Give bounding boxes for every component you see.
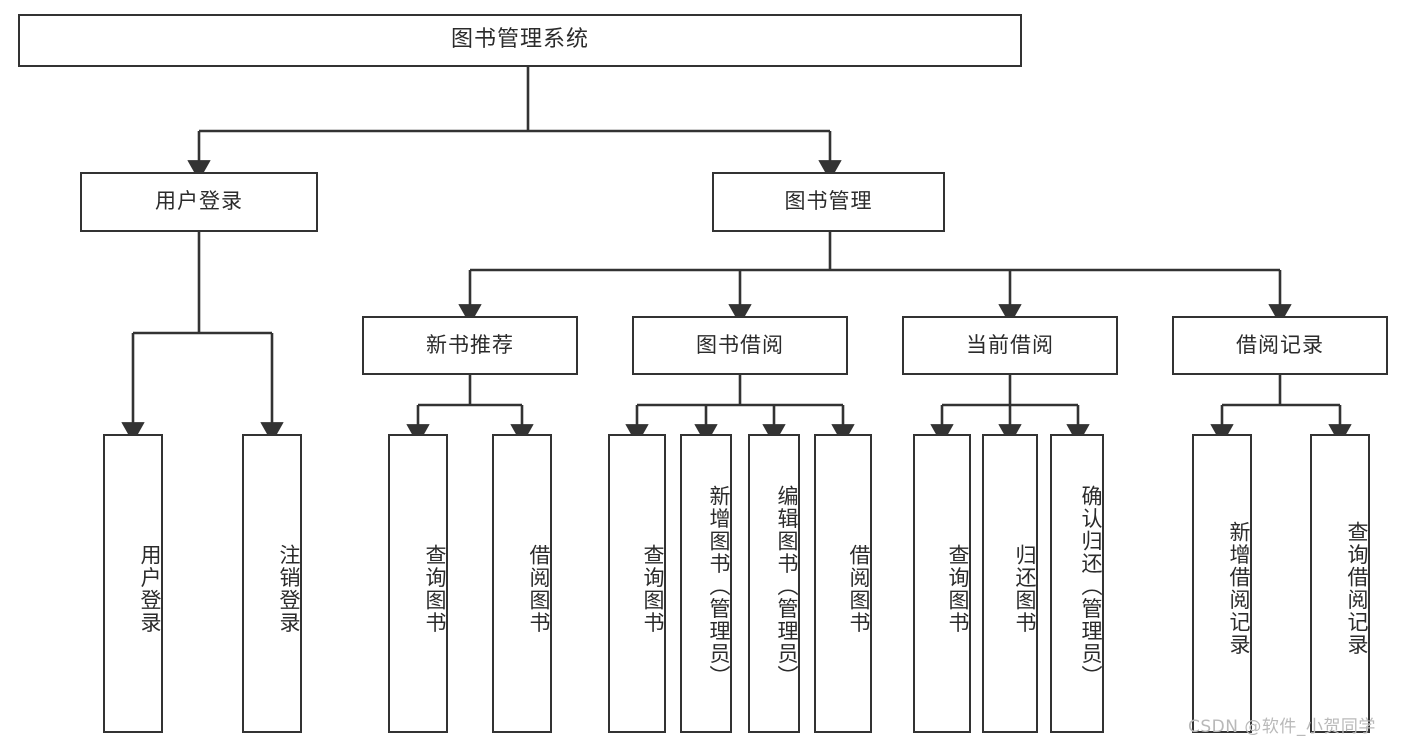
node-leaf-borrow-book-borrow[interactable]: 借阅图书 bbox=[814, 434, 872, 733]
node-leaf-query-book-borrow[interactable]: 查询图书 bbox=[608, 434, 666, 733]
node-leaf-query-borrow-record[interactable]: 查询借阅记录 bbox=[1310, 434, 1370, 733]
node-leaf-query-book-current[interactable]: 查询图书 bbox=[913, 434, 971, 733]
node-leaf-borrow-book-recommend[interactable]: 借阅图书 bbox=[492, 434, 552, 733]
node-current-borrow[interactable]: 当前借阅 bbox=[902, 316, 1118, 375]
csdn-watermark: CSDN @软件_小贺同学 bbox=[1188, 717, 1376, 737]
node-book-management[interactable]: 图书管理 bbox=[712, 172, 945, 232]
node-leaf-confirm-return-admin[interactable]: 确认归还（管理员） bbox=[1050, 434, 1104, 733]
node-leaf-user-login[interactable]: 用户登录 bbox=[103, 434, 163, 733]
node-leaf-return-book[interactable]: 归还图书 bbox=[982, 434, 1038, 733]
node-book-borrow[interactable]: 图书借阅 bbox=[632, 316, 848, 375]
node-leaf-add-book-admin[interactable]: 新增图书（管理员） bbox=[680, 434, 732, 733]
node-user-login[interactable]: 用户登录 bbox=[80, 172, 318, 232]
node-new-book-recommend[interactable]: 新书推荐 bbox=[362, 316, 578, 375]
node-leaf-edit-book-admin[interactable]: 编辑图书（管理员） bbox=[748, 434, 800, 733]
node-borrow-record[interactable]: 借阅记录 bbox=[1172, 316, 1388, 375]
node-leaf-add-borrow-record[interactable]: 新增借阅记录 bbox=[1192, 434, 1252, 733]
node-root-system[interactable]: 图书管理系统 bbox=[18, 14, 1022, 67]
node-leaf-query-book-recommend[interactable]: 查询图书 bbox=[388, 434, 448, 733]
node-leaf-logout-login[interactable]: 注销登录 bbox=[242, 434, 302, 733]
